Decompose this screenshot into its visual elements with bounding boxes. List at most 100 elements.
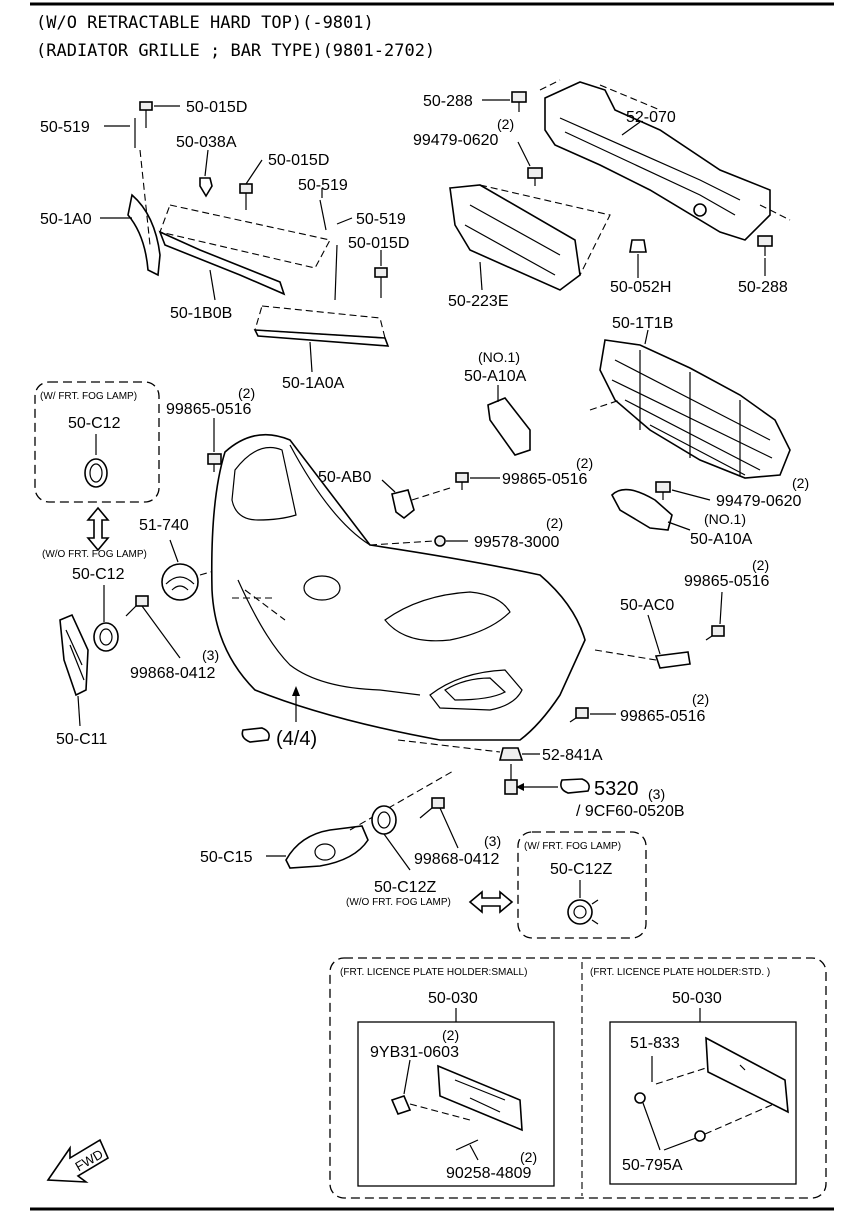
ref-4-4: (4/4)	[276, 728, 317, 750]
lp-std-title: (FRT. LICENCE PLATE HOLDER:STD. )	[590, 967, 770, 978]
bolt-99865-0516-a[interactable]	[455, 472, 500, 490]
grille-50-1T1B[interactable]	[589, 329, 791, 479]
label-99865-0516-c: 99865-0516	[684, 573, 770, 590]
bracket-50-AC0[interactable]	[594, 614, 691, 669]
screw-50-015D-b[interactable]	[239, 159, 263, 210]
swap-arrow-vertical	[86, 506, 110, 552]
label-50-AB0: 50-AB0	[318, 469, 371, 486]
header-line-1: (W/O RETRACTABLE HARD TOP)(-9801)	[36, 13, 374, 33]
label-50-C12Z-box: 50-C12Z	[550, 861, 612, 878]
fwd-arrow-icon: FWD	[46, 1138, 110, 1183]
plate-holder-small[interactable]	[390, 1059, 523, 1161]
pin-50-519-a[interactable]	[104, 118, 136, 148]
fog-box2-title: (W/ FRT. FOG LAMP)	[524, 841, 621, 852]
label-99865-0516-d: 99865-0516	[620, 708, 706, 725]
label-wo-fog-a: (W/O FRT. FOG LAMP)	[42, 549, 147, 560]
lp-std-part: 50-030	[672, 990, 722, 1007]
label-9CF60-0520B: / 9CF60-0520B	[576, 803, 685, 820]
fog-lamp-50-C12-box[interactable]	[84, 434, 108, 488]
lp-small-title: (FRT. LICENCE PLATE HOLDER:SMALL)	[340, 967, 527, 978]
bolt-99865-0516-c[interactable]	[705, 591, 725, 641]
header-line-2: (RADIATOR GRILLE ; BAR TYPE)(9801-2702)	[36, 41, 435, 61]
ref-arrow-4-4	[241, 686, 300, 743]
label-50-1T1B: 50-1T1B	[612, 315, 673, 332]
emblem-51-740[interactable]	[161, 539, 236, 601]
nut-52-841A[interactable]	[397, 739, 540, 761]
fog-cover-50-C12[interactable]	[93, 585, 119, 652]
label-50-A10A-b: 50-A10A	[690, 531, 753, 548]
qty-99865-0516-d: (2)	[692, 691, 709, 707]
qty-99479-0620-b: (2)	[792, 475, 809, 491]
bracket-50-AB0[interactable]	[381, 479, 451, 520]
lp-small-inner-box	[357, 1021, 555, 1187]
label-50-519-c: 50-519	[356, 211, 406, 228]
fog-cover-50-C12Z[interactable]	[371, 805, 411, 871]
label-50-519-a: 50-519	[40, 119, 90, 136]
reinforcement-52-070[interactable]	[539, 79, 791, 241]
bracket-50-C11[interactable]	[59, 613, 89, 727]
note-no1-a: (NO.1)	[478, 349, 520, 365]
label-50-015D-a: 50-015D	[186, 99, 247, 116]
pin-50-519-c[interactable]	[334, 217, 353, 301]
bezel-50-C15[interactable]	[266, 769, 456, 869]
label-52-070: 52-070	[626, 109, 676, 126]
note-no1-b: (NO.1)	[704, 511, 746, 527]
garnish-50-A10A-b[interactable]	[611, 488, 691, 531]
bolt-50-288-a[interactable]	[482, 91, 527, 112]
ref-5320: 5320	[594, 778, 639, 800]
qty-90258-4809: (2)	[520, 1149, 537, 1165]
label-50-015D-c: 50-015D	[348, 235, 409, 252]
bolt-99479-0620-b[interactable]	[655, 481, 711, 501]
bolt-99865-0516-d[interactable]	[569, 707, 616, 723]
clip-99578-3000[interactable]	[369, 535, 468, 547]
label-50-C12-box: 50-C12	[68, 415, 121, 432]
qty-99578-3000: (2)	[546, 515, 563, 531]
label-50-038A: 50-038A	[176, 134, 237, 151]
clip-50-038A[interactable]	[199, 149, 213, 198]
garnish-50-A10A-a[interactable]	[487, 385, 531, 456]
label-52-841A: 52-841A	[542, 747, 603, 764]
label-50-015D-b: 50-015D	[268, 152, 329, 169]
label-50-052H: 50-052H	[610, 279, 671, 296]
bolt-99865-0516-b[interactable]	[207, 418, 222, 472]
cover-50-1B0B[interactable]	[158, 204, 331, 301]
absorber-50-223E[interactable]	[449, 184, 611, 291]
screw-50-015D-c[interactable]	[374, 250, 388, 298]
fog-lamp-50-C12Z-box[interactable]	[567, 880, 599, 925]
label-51-740: 51-740	[139, 517, 189, 534]
label-99865-0516-b: 99865-0516	[166, 401, 252, 418]
label-50-C12Z: 50-C12Z	[374, 879, 436, 896]
qty-99865-0516-b: (2)	[238, 385, 255, 401]
label-50-223E: 50-223E	[448, 293, 509, 310]
label-50-795A: 50-795A	[622, 1157, 683, 1174]
licence-plate-options-box	[329, 957, 827, 1199]
label-50-1A0: 50-1A0	[40, 211, 92, 228]
swap-arrow-horizontal	[468, 890, 514, 914]
pin-50-519-b[interactable]	[319, 188, 327, 231]
clip-50-052H[interactable]	[629, 239, 647, 278]
qty-99868-0412-a: (3)	[202, 647, 219, 663]
label-99479-0620-a: 99479-0620	[413, 132, 499, 149]
screw-9CF60-0520B[interactable]	[504, 764, 590, 795]
bolt-99479-0620-a[interactable]	[517, 141, 543, 186]
label-9YB31-0603: 9YB31-0603	[370, 1044, 459, 1061]
label-51-833: 51-833	[630, 1035, 680, 1052]
label-50-288-a: 50-288	[423, 93, 473, 110]
qty-99865-0516-a: (2)	[576, 455, 593, 471]
bolt-50-288-b[interactable]	[757, 235, 773, 276]
screw-99868-0412-b[interactable]	[419, 797, 459, 849]
label-50-288-b: 50-288	[738, 279, 788, 296]
label-50-1A0A: 50-1A0A	[282, 375, 345, 392]
qty-99865-0516-c: (2)	[752, 557, 769, 573]
screw-50-015D-a[interactable]	[139, 101, 180, 128]
screw-99868-0412-a[interactable]	[125, 595, 181, 659]
label-50-C11: 50-C11	[56, 731, 107, 748]
label-90258-4809: 90258-4809	[446, 1165, 532, 1182]
bumper-fascia[interactable]	[210, 433, 586, 741]
bracket-50-1A0[interactable]	[100, 149, 161, 277]
fog-lamp-box	[34, 381, 160, 503]
plate-holder-std[interactable]	[634, 1036, 789, 1151]
strip-50-1A0A[interactable]	[253, 305, 390, 373]
label-50-AC0: 50-AC0	[620, 597, 674, 614]
qty-99868-0412-b: (3)	[484, 833, 501, 849]
